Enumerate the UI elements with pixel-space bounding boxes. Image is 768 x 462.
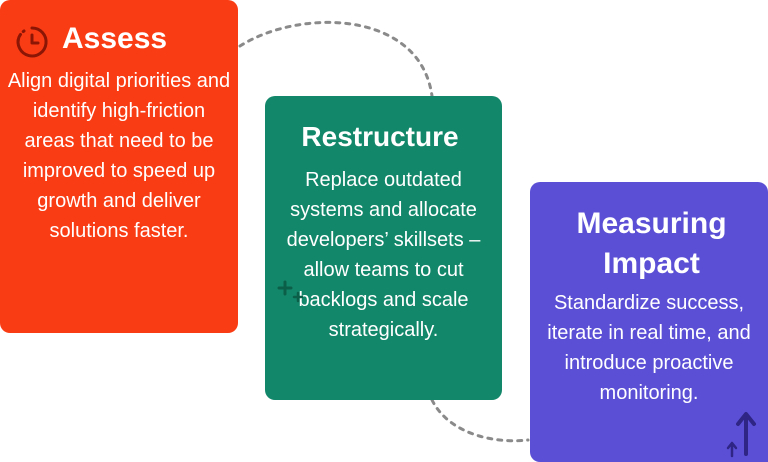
- clock-icon: [16, 26, 48, 58]
- measuring-impact-title: Measuring Impact: [576, 207, 727, 280]
- measuring-impact-description: Standardize success, iterate in real tim…: [547, 292, 751, 404]
- assess-title: Assess: [62, 22, 168, 55]
- assess-description: Align digital priorities and identify hi…: [7, 70, 231, 242]
- restructure-card: Restructure Replace outdated systems and…: [265, 96, 502, 400]
- restructure-description: Replace outdated systems and allocate de…: [286, 169, 481, 341]
- arrow-up-icon: [726, 412, 756, 458]
- connector-path-bottom: [430, 398, 530, 443]
- measuring-impact-card: Measuring Impact Standardize success, it…: [530, 182, 768, 462]
- assess-card: Assess Align digital priorities and iden…: [0, 0, 238, 333]
- restructure-title: Restructure: [301, 121, 459, 152]
- plus-icon: [277, 280, 304, 303]
- connector-path-top: [238, 20, 434, 98]
